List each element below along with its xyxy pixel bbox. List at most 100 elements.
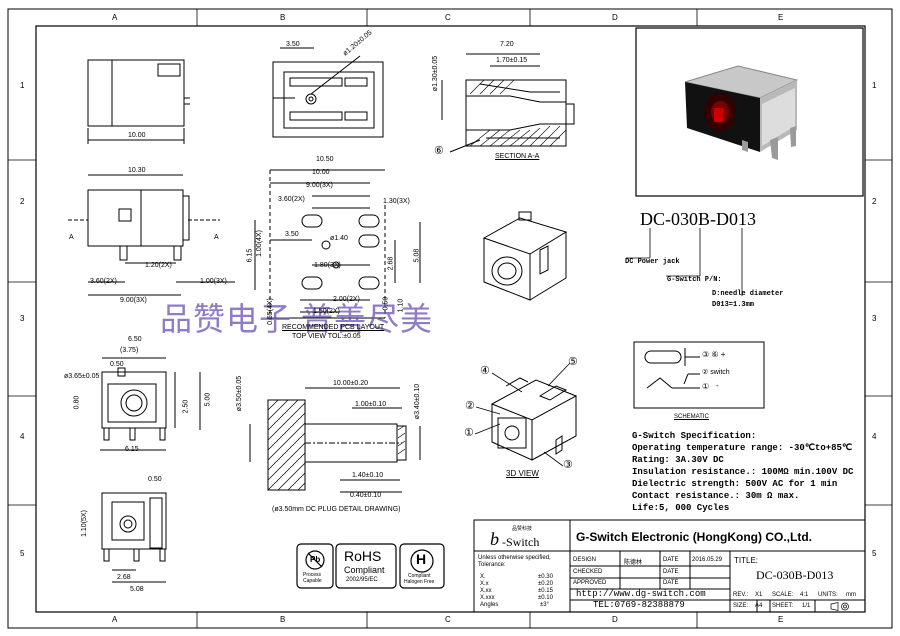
value-size: A4 bbox=[755, 603, 763, 609]
grid-row-3-right: 3 bbox=[872, 314, 877, 323]
label-date-2: DATE bbox=[663, 569, 679, 575]
logo-cn: 品赞科技 bbox=[512, 526, 533, 532]
dim-f-5-00: 5.00 bbox=[204, 392, 212, 407]
callout-6: ⑥ bbox=[434, 145, 444, 157]
section-label: SECTION A-A bbox=[495, 153, 540, 160]
grid-col-a: A bbox=[112, 13, 118, 22]
dim-pcb-0-55: 0.55(4X) bbox=[266, 298, 274, 325]
grid-col-b: B bbox=[280, 13, 286, 22]
dim-a-right: A bbox=[214, 234, 219, 241]
grid-col-b-bottom: B bbox=[280, 615, 286, 624]
dim-c-1-70: 1.70±0.15 bbox=[496, 57, 528, 64]
dim-f-3-65: ø3.65±0.05 bbox=[64, 373, 100, 380]
label-units: UNITS: bbox=[818, 592, 838, 598]
dim-pcb-1-30: 1.30(3X) bbox=[383, 198, 410, 205]
grid-col-d: D bbox=[612, 13, 618, 22]
logo-text: -Switch bbox=[502, 535, 540, 549]
label-scale: SCALE: bbox=[772, 592, 794, 598]
tol-row-5-value: ±3° bbox=[540, 602, 550, 608]
tol-row-4-value: ±0.10 bbox=[538, 595, 553, 601]
label-checked: CHECKED bbox=[573, 569, 603, 575]
tolerance-title: Unless otherwise specified, Tolerance: bbox=[478, 555, 551, 568]
projection-symbol-icon bbox=[830, 602, 849, 611]
label-title: TITLE: bbox=[734, 556, 759, 565]
label-approved: APPROVED bbox=[573, 580, 607, 586]
dim-side-1-00: 1.00(3X) bbox=[200, 278, 227, 285]
cert-rohs-sub1: Compliant bbox=[344, 565, 385, 575]
cert-pb: Pb bbox=[310, 555, 321, 564]
dim-c-1-30: ø1.30±0.05 bbox=[432, 55, 440, 92]
cert-pb-sub1: Process bbox=[303, 572, 322, 578]
value-scale: 4:1 bbox=[800, 592, 809, 598]
pcb-title: RECOMMENDED PCB LAYOUT bbox=[282, 324, 385, 331]
spec-line-3: Insulation resistance.: 100MΩ min.100V D… bbox=[632, 467, 854, 477]
grid-row-2: 2 bbox=[20, 197, 25, 206]
telephone: TEL:0769-82388879 bbox=[593, 600, 685, 610]
grid-row-3: 3 bbox=[20, 314, 25, 323]
value-sheet: 1/1 bbox=[802, 603, 811, 609]
company-name: G-Switch Electronic (HongKong) CO.,Ltd. bbox=[576, 530, 812, 544]
dim-b-3-50: 3.50 bbox=[286, 41, 300, 48]
title-part-number: DC-030B-D013 bbox=[756, 568, 834, 582]
callout-5: ⑤ bbox=[568, 356, 578, 368]
cert-h: H bbox=[416, 551, 427, 567]
dim-pcb-1-00: 1.00(4X) bbox=[255, 230, 263, 257]
callout-d013: D013=1.3mm bbox=[712, 301, 755, 309]
callout-gswitch-pn: G-Switch P/N: bbox=[667, 276, 722, 284]
dim-pcb-1-80: 1.80(3X) bbox=[314, 262, 341, 269]
spec-line-4: Dielectric strength: 500V AC for 1 min bbox=[632, 479, 838, 489]
dim-f-6-50: 6.50 bbox=[128, 336, 142, 343]
watermark: 品赞电子 普善尽美 bbox=[160, 301, 434, 337]
grid-row-1: 1 bbox=[20, 81, 25, 90]
grid-row-4-right: 4 bbox=[872, 432, 877, 441]
label-rev: REV.: bbox=[733, 592, 749, 598]
value-units: mm bbox=[846, 592, 856, 598]
dim-c-7-20: 7.20 bbox=[500, 41, 514, 48]
callout-1: ① bbox=[464, 427, 474, 439]
cert-rohs: RoHS bbox=[344, 548, 382, 564]
spec-title: G-Switch Specification: bbox=[632, 431, 757, 441]
dim-f-0-50: 0.50 bbox=[110, 361, 124, 368]
dim-side-9-00: 9.00(3X) bbox=[120, 297, 147, 304]
dim-pcb-2-68: 2.68 bbox=[387, 256, 395, 271]
cert-rohs-sub2: 2002/95/EC bbox=[346, 577, 378, 583]
spec-line-6: Life:5, 000 Cycles bbox=[632, 503, 730, 513]
label-size: SIZE: bbox=[733, 603, 749, 609]
schematic-pin-2: ② switch bbox=[702, 369, 730, 376]
dim-pcb-3-50: 3.50 bbox=[285, 231, 299, 238]
grid-row-4: 4 bbox=[20, 432, 25, 441]
callout-4: ④ bbox=[480, 365, 490, 377]
dim-pcb-9-00: 9.00(3X) bbox=[306, 182, 333, 189]
dim-a-left: A bbox=[69, 234, 74, 241]
dim-f-0-80: 0.80 bbox=[73, 395, 81, 410]
cert-h-sub1: Compliant bbox=[408, 573, 431, 579]
label-design: DESIGN bbox=[573, 557, 597, 563]
dim-plug-3-40: ø3.40±0.10 bbox=[414, 383, 422, 420]
tol-row-5-label: Angles bbox=[480, 602, 499, 608]
dim-bot-2-68: 2.68 bbox=[117, 574, 131, 581]
dim-pcb-6-15: 6.15 bbox=[246, 248, 254, 263]
grid-row-5: 5 bbox=[20, 549, 25, 558]
dim-side-10-30: 10.30 bbox=[128, 167, 146, 174]
dim-plug-3-50: ø3.50±0.05 bbox=[236, 375, 244, 412]
grid-col-d-bottom: D bbox=[612, 615, 618, 624]
dim-bot-5-08: 5.08 bbox=[130, 586, 144, 593]
tol-row-1-value: ±0.30 bbox=[538, 574, 553, 580]
grid-col-e: E bbox=[778, 13, 784, 22]
tol-row-3-label: X.xx bbox=[480, 588, 492, 594]
label-sheet: SHEET: bbox=[772, 603, 794, 609]
dim-side-1-20: 1.20(2X) bbox=[145, 262, 172, 269]
dim-bot-0-50: 0.50 bbox=[148, 476, 162, 483]
tol-row-1-label: X. bbox=[480, 574, 486, 580]
dim-side-3-60: 3.60(2X) bbox=[90, 278, 117, 285]
dim-pcb-1-10: 1.10 bbox=[397, 298, 405, 313]
tol-row-4-label: X.xxx bbox=[480, 595, 495, 601]
cert-pb-sub2: Capable bbox=[303, 578, 322, 584]
tol-row-2-value: ±0.20 bbox=[538, 581, 553, 587]
schematic-minus: - bbox=[716, 381, 719, 390]
callout-needle-diameter: D:needle diameter bbox=[712, 290, 784, 298]
grid-col-a-bottom: A bbox=[112, 615, 118, 624]
callout-3: ③ bbox=[563, 459, 573, 471]
